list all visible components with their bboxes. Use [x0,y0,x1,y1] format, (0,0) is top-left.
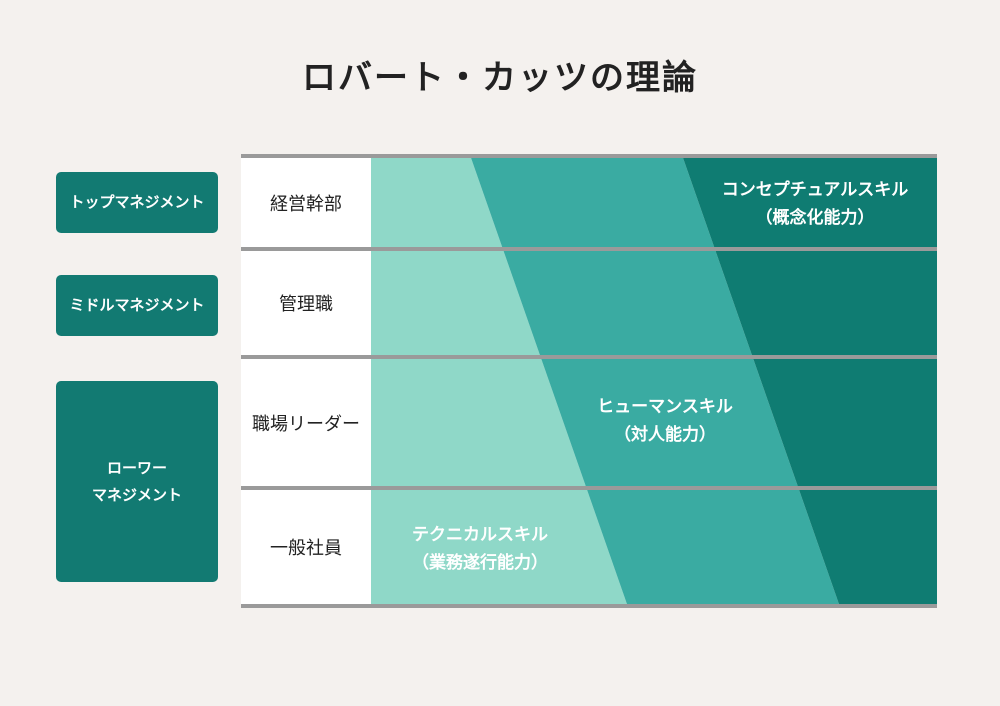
row-label-workplace-leader: 職場リーダー [252,413,360,435]
row-label-executive: 経営幹部 [270,193,342,215]
conceptual-skill-label: コンセプチュアルスキル （概念化能力） [695,176,935,232]
level-top-management-label: トップマネジメント [69,193,205,212]
row-label-manager: 管理職 [279,294,333,315]
divider-line [241,486,937,490]
human-skill-sub: （対人能力） [614,425,716,446]
human-skill-name: ヒューマンスキル [597,397,733,417]
row-label-panel [241,155,371,607]
human-skill-label: ヒューマンスキル （対人能力） [560,393,770,449]
level-top-management: トップマネジメント [56,172,218,233]
technical-skill-sub: （業務遂行能力） [412,553,548,574]
technical-skill-label: テクニカルスキル （業務遂行能力） [375,521,585,577]
level-lower-management: ローワー マネジメント [56,381,218,582]
level-middle-management-label: ミドルマネジメント [69,296,205,315]
divider-line [241,604,937,608]
conceptual-skill-sub: （概念化能力） [755,208,875,229]
divider-line [241,154,937,158]
level-lower-management-label: ローワー マネジメント [91,459,182,504]
row-label-general-staff: 一般社員 [270,538,342,559]
technical-skill-name: テクニカルスキル [412,525,548,545]
conceptual-skill-name: コンセプチュアルスキル [721,180,909,200]
human-skill-area [470,155,840,607]
divider-line [241,247,937,251]
technical-skill-area [371,155,628,607]
divider-line [241,355,937,359]
conceptual-skill-area [682,155,937,607]
page-title: ロバート・カッツの理論 [302,58,698,98]
level-middle-management: ミドルマネジメント [56,275,218,336]
